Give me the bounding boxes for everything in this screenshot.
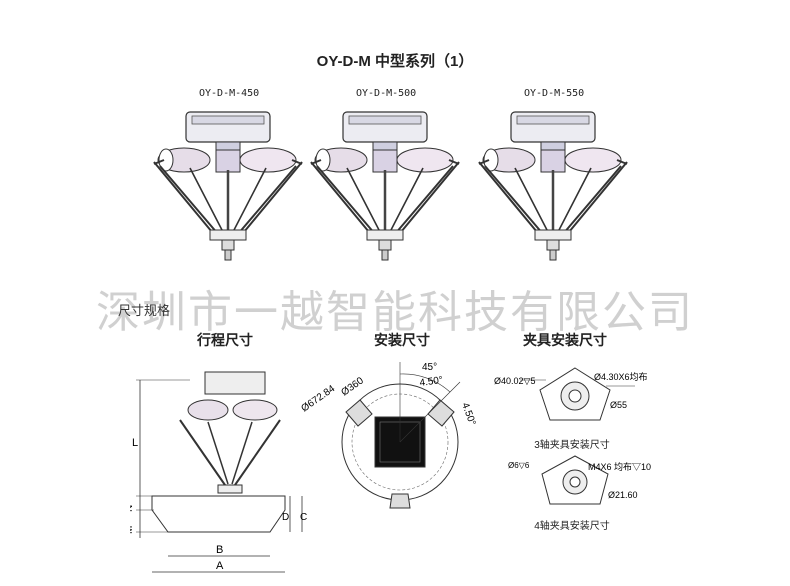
gripper3-d55: Ø55 (610, 400, 627, 410)
watermark: 深圳市一越智能科技有限公司 (96, 287, 694, 338)
dim-c: C (300, 512, 307, 523)
mount-angle: 45° (422, 362, 437, 373)
section-label: 尺寸规格 (118, 303, 171, 318)
heading-gripper: 夹具安装尺寸 (523, 332, 607, 348)
page-title: OY-D-M 中型系列（1） (316, 53, 474, 70)
mount-hole2: 4.50° (459, 401, 477, 427)
model-label-450: OY-D-M-450 (199, 88, 260, 99)
model-label-550: OY-D-M-550 (524, 88, 585, 99)
mount-d360: Ø360 (339, 375, 366, 398)
gripper-3axis-drawing: Ø40.02▽5 Ø4.30X6均布 Ø55 (494, 367, 648, 421)
dim-b: B (216, 544, 223, 556)
heading-stroke: 行程尺寸 (197, 332, 253, 348)
dim-n: N (130, 505, 135, 512)
dim-a: A (216, 560, 224, 572)
robot-illustrations (152, 110, 629, 262)
gripper4-screws: M4X6 均布▽10 (588, 461, 651, 472)
heading-mounting: 安装尺寸 (374, 332, 430, 348)
mount-d672: Ø672.84 (300, 383, 338, 414)
robot-550 (477, 110, 629, 262)
gripper3-holes: Ø4.30X6均布 (594, 371, 648, 382)
gripper-4axis-drawing: Ø6▽6 M4X6 均布▽10 Ø21.60 (508, 455, 651, 505)
gripper4-d21: Ø21.60 (608, 490, 638, 500)
robot-450 (152, 110, 304, 262)
gripper3-d40: Ø40.02▽5 (494, 376, 535, 386)
dim-d: D (282, 512, 289, 523)
model-label-500: OY-D-M-500 (356, 88, 417, 99)
dim-m: M (130, 526, 135, 534)
stroke-dimension-drawing: L M N D C B A (130, 371, 307, 573)
mount-hole1: 4.50° (419, 375, 444, 389)
gripper-4axis-caption: 4轴夹具安装尺寸 (534, 521, 610, 532)
robot-500 (309, 110, 461, 262)
dim-l: L (132, 437, 138, 449)
gripper-3axis-caption: 3轴夹具安装尺寸 (534, 440, 610, 451)
gripper4-small: Ø6▽6 (508, 461, 530, 470)
mounting-dimension-drawing: 45° 4.50° 4.50° Ø360 Ø672.84 (300, 362, 478, 509)
